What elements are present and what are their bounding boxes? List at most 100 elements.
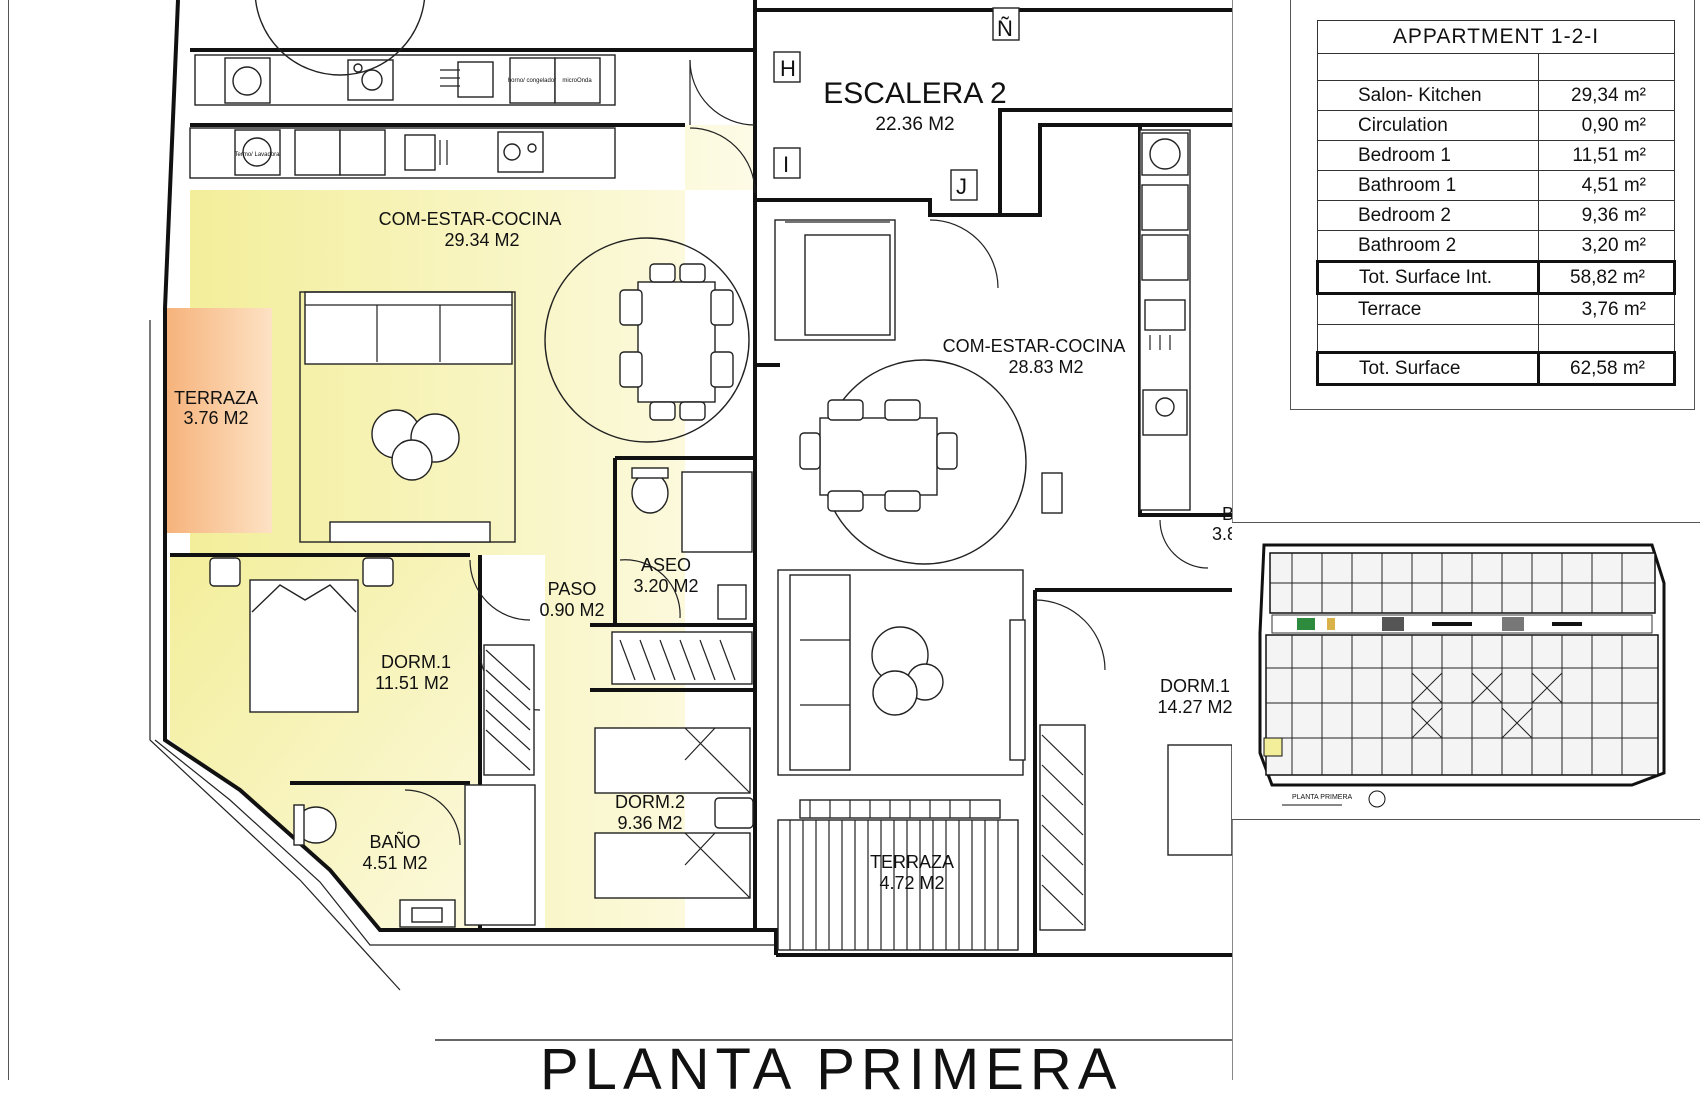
chair (649, 401, 676, 421)
micro-lower (339, 129, 386, 176)
micro-upper (554, 57, 601, 104)
row-value: 0,90 m² (1538, 110, 1675, 141)
dorm1b-wall (1033, 588, 1232, 955)
label-bano-name: BAÑO (369, 831, 420, 852)
chair (799, 432, 821, 470)
key-plan-marker (1502, 617, 1524, 631)
row-name: Bathroom 1 (1317, 170, 1539, 201)
wardrobe-right (1039, 724, 1086, 931)
wardrobe-hall (611, 631, 753, 685)
label-dorm2-name: DORM.2 (615, 792, 685, 812)
marker-h: H (780, 56, 796, 81)
chair (936, 432, 958, 470)
appliance-label: microOnda (562, 78, 592, 84)
dining-table-2 (819, 417, 938, 496)
key-plan-grid (1266, 553, 1658, 775)
rail-balusters (809, 800, 971, 818)
wardrobe-hatch (619, 639, 736, 681)
label-aseo-name: ASEO (641, 555, 691, 575)
chair (884, 490, 921, 512)
row-value: 11,51 m² (1538, 140, 1675, 171)
row-name: Tot. Surface Int. (1316, 260, 1540, 295)
label-terraza1-area: 3.76 M2 (183, 408, 248, 428)
key-plan-image: PLANTA PRIMERA (1258, 543, 1666, 808)
bed-fold (684, 832, 751, 899)
chair (619, 289, 643, 326)
key-plan-apartment (1263, 737, 1283, 757)
row-name: Terrace (1317, 293, 1539, 325)
marker-i: I (783, 152, 789, 177)
wardrobe-hatch (1041, 734, 1084, 926)
escalera-wall (755, 108, 1232, 217)
bed-dorm2-a (594, 727, 751, 794)
label-terraza1-name: TERRAZA (174, 388, 258, 408)
chair (884, 399, 921, 421)
key-plan-marker (1327, 618, 1335, 630)
label-dorm1-area: 11.51 M2 (375, 673, 449, 693)
sink-aseo (717, 584, 747, 620)
label-dorm1b-name: DORM.1 (1160, 676, 1230, 696)
door-swing (404, 789, 461, 846)
sink-upper (457, 61, 494, 98)
dining-table-1 (637, 281, 716, 403)
label-dorm1b-area: 14.27 M2 (1157, 697, 1232, 717)
row-value: 9,36 m² (1538, 200, 1675, 231)
nightstand (209, 557, 241, 587)
row-value: 4,51 m² (1538, 170, 1675, 201)
hob-burner (527, 143, 537, 153)
wardrobe-dorm1 (483, 644, 535, 776)
bed-fold (684, 727, 751, 794)
label-living2-area: 28.83 M2 (1008, 357, 1083, 377)
chair (827, 490, 864, 512)
door-swing (469, 559, 531, 621)
toilet-tank (631, 467, 669, 479)
marker-j: J (956, 174, 967, 199)
table-row-total-int: Tot. Surface Int.58,82 m² (1316, 260, 1676, 295)
table-blank-cell (1317, 324, 1539, 353)
label-living1-name: COM-ESTAR-COCINA (379, 209, 562, 229)
key-plan-marker (1382, 617, 1404, 631)
marker-n: Ñ (997, 16, 1013, 41)
micro-right (1141, 184, 1189, 231)
row-name: Bathroom 2 (1317, 230, 1539, 262)
dorm2-top-wall (590, 623, 755, 692)
chair (679, 263, 706, 283)
right-lower-wall (755, 363, 780, 955)
washer-right-drum (1149, 138, 1181, 170)
table-blank-cell (1538, 53, 1675, 81)
door-swing (929, 219, 999, 289)
label-paso-area: 0.90 M2 (539, 600, 604, 620)
chair (679, 401, 706, 421)
column (1041, 472, 1063, 514)
bed-pillows (251, 584, 357, 613)
row-name: Circulation (1317, 110, 1539, 141)
chair (619, 351, 643, 388)
washer-upper-drum (232, 66, 262, 96)
row-value: 29,34 m² (1538, 80, 1675, 111)
key-plan-marker (1552, 622, 1582, 626)
nightstand (362, 557, 394, 587)
hob-burner (503, 143, 521, 161)
sink-lower (404, 134, 436, 171)
chair (710, 351, 734, 388)
hob-burner (1155, 397, 1175, 417)
chair (827, 399, 864, 421)
label-terraza2-area: 4.72 M2 (879, 873, 944, 893)
table-blank-cell (1317, 53, 1539, 81)
label-escalera-area: 22.36 M2 (875, 114, 954, 135)
label-escalera-name: ESCALERA 2 (823, 77, 1006, 110)
hob-burner (353, 63, 363, 73)
key-plan-caption: PLANTA PRIMERA (1292, 794, 1352, 801)
bed-dorm1b (1167, 744, 1232, 856)
bedroom-area-fill (170, 555, 480, 930)
label-bano-area: 4.51 M2 (362, 853, 427, 873)
